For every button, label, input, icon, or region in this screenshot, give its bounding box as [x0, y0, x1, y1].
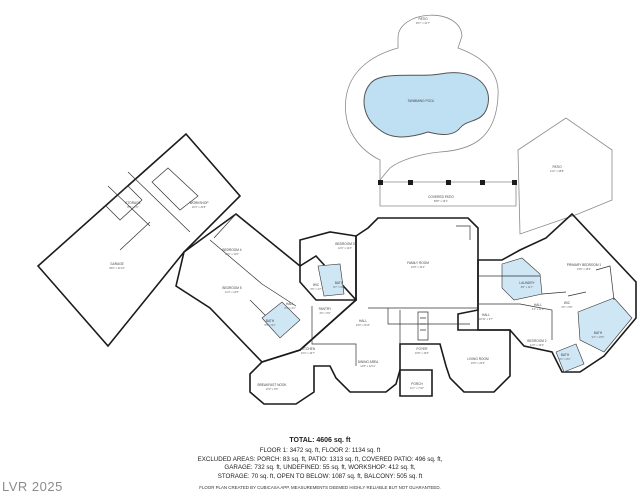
- dim-pantry: 4'6" x 5'9": [319, 311, 330, 315]
- total-area: TOTAL: 4606 sq. ft: [289, 437, 351, 444]
- label-breakfast: BREAKFAST NOOK: [258, 383, 288, 387]
- dim-hall-center: 24'0" x 8'10": [356, 323, 370, 327]
- excluded-areas-line1: EXCLUDED AREAS: PORCH: 83 sq. ft, PATIO:…: [197, 455, 443, 463]
- dim-bath-r2: 5'1" x 8'1": [559, 357, 570, 361]
- dim-bath-b: 8'7" x 9'2": [333, 285, 344, 289]
- laundry-fill: [501, 257, 543, 301]
- label-patio-right: PATIO: [552, 165, 562, 169]
- dim-bedroom3: 12'0" x 12'0": [338, 246, 352, 250]
- dim-patio-top: 35'7" x 41'7": [416, 21, 430, 25]
- label-hall-center: HALL: [359, 319, 367, 323]
- dim-bedroom4: 11'0" x 11'0": [225, 252, 239, 256]
- dim-hall-a: 6'5" x 4'1": [284, 306, 295, 310]
- dim-wic-r: 6'0" x 5'8": [561, 305, 572, 309]
- dim-laundry: 8'8" x 11'7": [521, 285, 534, 289]
- label-covered-patio: COVERED PATIO: [428, 195, 454, 199]
- excluded-areas-line2: GARAGE: 732 sq. ft, UNDEFINED: 55 sq. ft…: [224, 464, 416, 471]
- dim-hall-right: 18'11" x 6'7": [479, 317, 493, 321]
- label-patio-top: PATIO: [418, 17, 428, 21]
- garage-wing: [36, 132, 242, 348]
- label-bedroom5: BEDROOM 5: [222, 286, 241, 290]
- label-bedroom2: BEDROOM 2: [527, 339, 546, 343]
- dim-bedroom5: 11'0" x 10'5": [225, 290, 239, 294]
- bedroom-wing: [175, 212, 358, 363]
- excluded-areas-line3: STORAGE: 70 sq. ft, OPEN TO BELOW: 1087 …: [217, 472, 423, 480]
- label-hall-r2: HALL: [534, 303, 542, 307]
- label-wic-r: WIC: [564, 301, 571, 305]
- dim-bedroom2: 12'0" x 16'0": [530, 343, 544, 347]
- watermark: LVR 2025: [2, 479, 63, 494]
- dim-workshop: 20'3" x 40'6": [192, 205, 206, 209]
- bath-r-fill: [577, 297, 633, 353]
- central-core: [249, 217, 511, 405]
- patio-right-outline: [517, 117, 613, 235]
- dim-kitchen: 16'2" x 16'7": [301, 351, 315, 355]
- label-bath-r2: BATH: [561, 353, 570, 357]
- dim-bath-a: 5'5" x 9'1": [264, 323, 275, 327]
- floor-areas: FLOOR 1: 3472 sq. ft, FLOOR 2: 1134 sq. …: [259, 447, 381, 454]
- room-labels: PATIO 35'7" x 41'7" SWIMMING POOL PATIO …: [109, 17, 604, 391]
- dim-wic-a: 5'5" x 4'7": [310, 287, 321, 291]
- label-dining: DINING AREA: [358, 360, 379, 364]
- patio-top-outline: [345, 14, 499, 182]
- bath-a-fill: [261, 301, 301, 339]
- label-living: LIVING ROOM: [467, 357, 489, 361]
- dim-living: 16'5" x 20'6": [471, 361, 485, 365]
- label-primary: PRIMARY BEDROOM 1: [567, 263, 602, 267]
- dim-patio-right: 31'2" x 38'8": [550, 169, 564, 173]
- dim-primary: 16'8" x 18'6": [577, 267, 591, 271]
- bath-r2-fill: [555, 343, 585, 373]
- disclaimer: FLOOR PLAN CREATED BY CUBICASA APP. MEAS…: [199, 485, 441, 490]
- dim-porch: 11'7" x 7'10": [410, 386, 424, 390]
- label-garage: GARAGE: [110, 262, 124, 266]
- covered-patio-outline: [379, 181, 517, 207]
- label-pantry: PANTRY: [319, 307, 333, 311]
- outdoor-areas: [345, 14, 613, 235]
- label-bedroom4: BEDROOM 4: [222, 248, 241, 252]
- dim-family-room: 32'8" x 32'2": [411, 265, 425, 269]
- dim-storage: 8'7" x 7'6": [127, 205, 138, 209]
- dim-bath-r: 9'4" x 16'5": [592, 335, 605, 339]
- dim-breakfast: 13'0" x 8'0": [266, 387, 279, 391]
- label-bath-b: BATH: [335, 281, 344, 285]
- label-workshop: WORKSHOP: [190, 201, 209, 205]
- label-hall-right: HALL: [482, 313, 490, 317]
- label-storage: STORAGE: [125, 201, 141, 205]
- dim-hall-r2: 4'1" x 11'8": [532, 307, 545, 311]
- label-foyer: FOYER: [417, 347, 429, 351]
- label-bath-a: BATH: [266, 319, 275, 323]
- bath-b-fill: [317, 263, 345, 297]
- label-bedroom3: BEDROOM 3: [335, 242, 354, 246]
- label-bath-r: BATH: [594, 331, 603, 335]
- label-hall-a: HALL: [286, 302, 294, 306]
- label-porch: PORCH: [411, 382, 423, 386]
- label-pool: SWIMMING POOL: [408, 99, 435, 103]
- right-wing: [477, 212, 637, 373]
- dim-covered-patio: 58'8" x 19'1": [434, 199, 448, 203]
- dim-foyer: 16'8" x 15'0": [415, 351, 429, 355]
- dim-dining: 14'8" x 12'11": [360, 364, 376, 368]
- label-kitchen: KITCHEN: [301, 347, 316, 351]
- label-laundry: LAUNDRY: [519, 281, 535, 285]
- dim-garage: 36'6" x 31'10": [109, 266, 125, 270]
- label-family-room: FAMILY ROOM: [407, 261, 429, 265]
- label-wic-a: WIC: [313, 283, 320, 287]
- swimming-pool: [363, 72, 489, 138]
